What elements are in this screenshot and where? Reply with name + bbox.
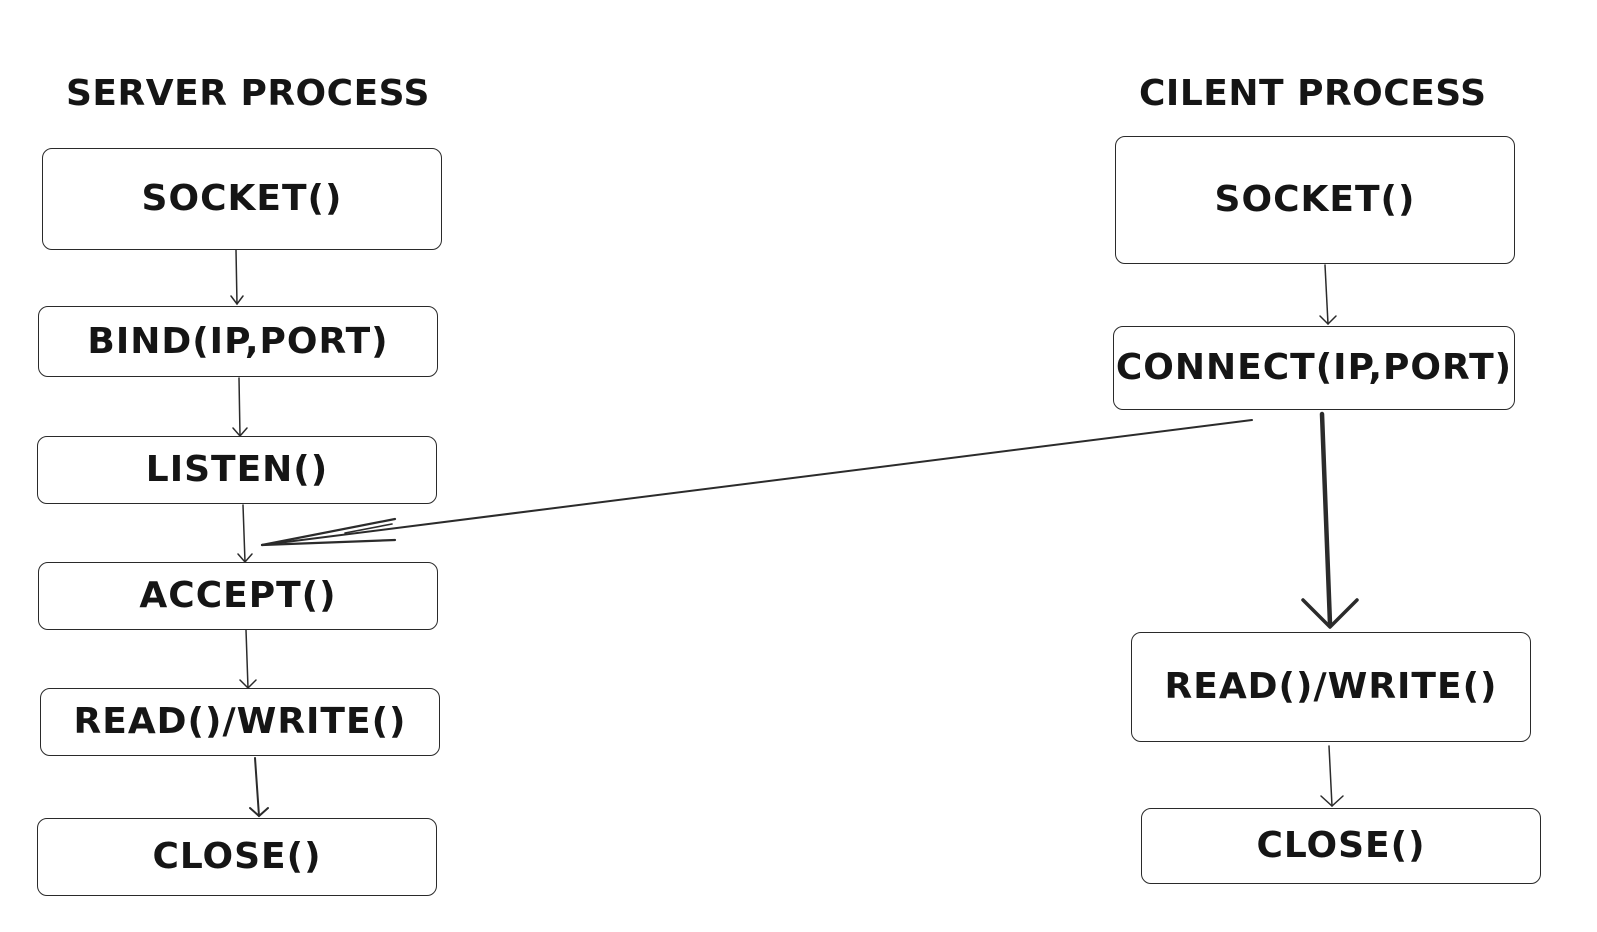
arrow-client-socket-to-connect [1324, 264, 1329, 325]
arrow-listen-to-accept [242, 504, 246, 563]
arrow-bind-to-listen [238, 377, 241, 437]
server-socket-box: SOCKET() [42, 148, 442, 250]
arrowhead-bind-to-listen [232, 427, 248, 438]
server-accept-box: ACCEPT() [38, 562, 438, 630]
server-bind-box: BIND(IP,PORT) [38, 306, 438, 377]
client-socket-label: SOCKET() [1214, 179, 1416, 220]
arrowhead-connect-to-accept-upper [260, 517, 397, 547]
client-close-label: CLOSE() [1256, 825, 1426, 866]
server-accept-label: ACCEPT() [139, 575, 337, 616]
arrow-socket-to-bind [235, 249, 238, 305]
arrowhead-connect-to-readwrite [1301, 598, 1359, 629]
server-bind-label: BIND(IP,PORT) [87, 320, 389, 362]
arrow-connect-to-readwrite [1319, 411, 1333, 627]
arrowhead-socket-to-bind [230, 295, 244, 306]
client-readwrite-label: READ()/WRITE() [1164, 666, 1498, 707]
arrow-readwrite-to-close [254, 757, 260, 817]
server-readwrite-box: READ()/WRITE() [40, 688, 440, 756]
arrowhead-client-socket-to-connect [1319, 315, 1337, 326]
client-connect-label: CONNECT(IP,PORT) [1115, 347, 1513, 388]
arrowhead-client-readwrite-to-close [1320, 795, 1344, 808]
server-process-title: SERVER PROCESS [66, 73, 430, 114]
client-socket-box: SOCKET() [1115, 136, 1515, 264]
server-listen-box: LISTEN() [37, 436, 437, 504]
arrowhead-connect-to-accept-lower [260, 538, 397, 547]
client-readwrite-box: READ()/WRITE() [1131, 632, 1531, 742]
arrowhead-accept-to-readwrite [239, 679, 257, 690]
server-close-label: CLOSE() [152, 836, 322, 877]
server-readwrite-label: READ()/WRITE() [73, 701, 407, 742]
arrowhead-readwrite-to-close [249, 807, 269, 818]
server-close-box: CLOSE() [37, 818, 437, 896]
arrow-accept-to-readwrite [245, 629, 249, 689]
server-socket-label: SOCKET() [141, 178, 343, 219]
server-listen-label: LISTEN() [145, 449, 329, 490]
arrowhead-connect-to-accept-inner [344, 523, 393, 534]
client-connect-box: CONNECT(IP,PORT) [1113, 326, 1515, 410]
client-close-box: CLOSE() [1141, 808, 1541, 884]
arrowhead-listen-to-accept [237, 553, 253, 564]
arrow-client-readwrite-to-close [1328, 745, 1333, 807]
client-process-title: CILENT PROCESS [1139, 73, 1487, 114]
